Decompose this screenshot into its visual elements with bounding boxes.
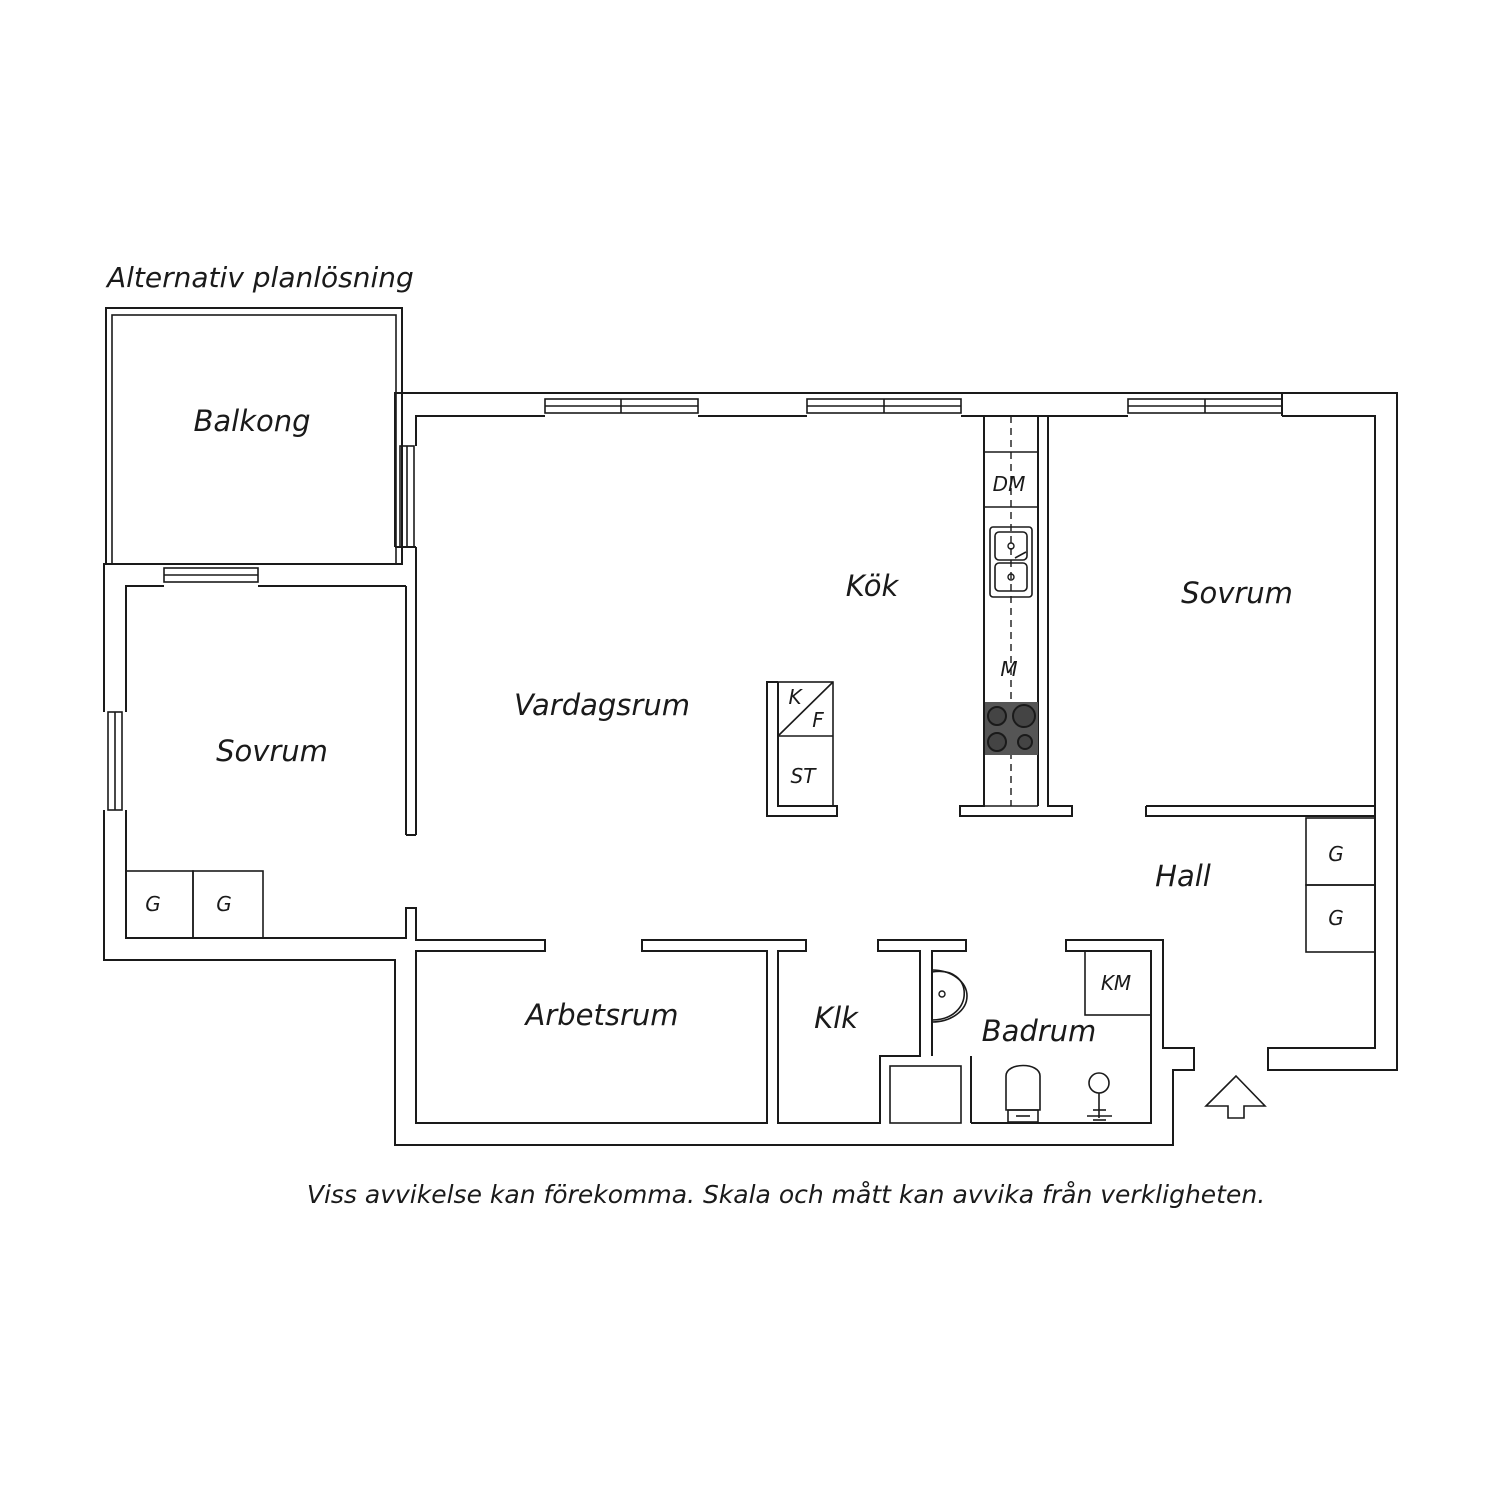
- fixture-label-fridge: K: [788, 685, 803, 709]
- room-label-sovrum-left: Sovrum: [216, 734, 328, 768]
- room-label-balkong: Balkong: [193, 404, 310, 438]
- window-bedroom-top: [163, 567, 259, 583]
- wardrobe-label: G: [145, 892, 161, 916]
- room-label-vardagsrum: Vardagsrum: [514, 688, 690, 722]
- wardrobes-right: [1305, 817, 1376, 953]
- window-bedroom-left: [107, 711, 123, 811]
- wardrobe-label: G: [1328, 842, 1344, 866]
- entrance-arrow-icon: [1204, 1074, 1267, 1119]
- wardrobe-label: G: [1328, 906, 1344, 930]
- disclaimer-text: Viss avvikelse kan förekomma. Skala och …: [307, 1180, 1265, 1209]
- room-label-sovrum-right: Sovrum: [1181, 576, 1293, 610]
- window-top-1: [544, 398, 699, 414]
- room-label-hall: Hall: [1155, 859, 1211, 893]
- wardrobe-label: G: [216, 892, 232, 916]
- washbasin-icon: [931, 969, 968, 1023]
- shower-icon: [1087, 1072, 1112, 1121]
- wardrobes-left: [125, 870, 264, 939]
- window-balcony-door: [399, 445, 415, 548]
- room-label-kok: Kök: [846, 569, 900, 603]
- stove-icon: [985, 702, 1038, 755]
- windows: [107, 398, 1283, 811]
- room-label-klk: Klk: [814, 1001, 859, 1035]
- plan-title: Alternativ planlösning: [105, 261, 414, 294]
- bathroom-fixtures: [889, 950, 1152, 1124]
- toilet-icon: [1005, 1064, 1041, 1123]
- fixture-label-washer: KM: [1101, 971, 1131, 995]
- fixture-label-freezer: F: [812, 708, 824, 732]
- right-bedroom-walls: [1145, 805, 1375, 817]
- outer-walls: [103, 392, 1398, 1146]
- fixture-label-stove: ST: [791, 764, 818, 788]
- room-label-arbetsrum: Arbetsrum: [523, 998, 678, 1032]
- kitchen-counter: [959, 416, 1073, 817]
- fixture-label-dishwasher: DM: [993, 472, 1026, 496]
- kitchen-island: [766, 681, 838, 817]
- room-label-badrum: Badrum: [982, 1014, 1097, 1048]
- sink-icon: [989, 526, 1033, 598]
- window-top-3: [1127, 398, 1283, 414]
- window-top-2: [806, 398, 962, 414]
- fixture-label-microwave: M: [1000, 657, 1017, 681]
